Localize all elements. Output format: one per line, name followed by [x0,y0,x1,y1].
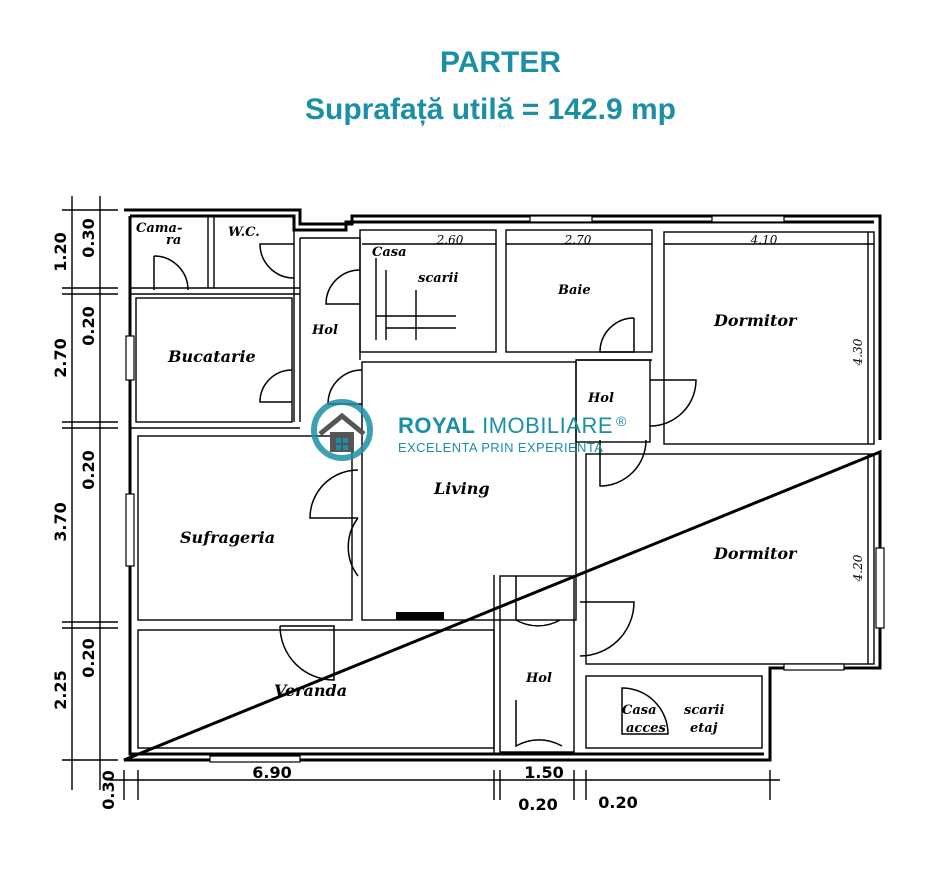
door-sufragerie [309,469,359,577]
dim-right-1: 4.30 [851,338,865,366]
room-sufragerie: Sufrageria [180,528,275,547]
door-bucatarie [259,369,293,403]
windows [125,215,885,763]
room-casa-acces-1: Casa [622,703,657,718]
house-logo-icon [311,399,373,461]
room-casa-scarii-2: scarii [418,271,458,286]
doors [153,243,697,748]
room-labels: Cama- ra W.C. Hol Casa scarii Baie Dormi… [136,221,798,736]
door-hol-left [325,269,361,305]
dim-left-4: 2.25 [51,670,70,709]
dim-bottom-small-1: 0.20 [518,795,557,814]
room-casa-acces-2: scarii [684,703,724,718]
room-casa-scarii: Casa [372,245,407,260]
dimension-lines [62,196,874,800]
dim-top-1: 2.60 [436,233,464,247]
door-baie [599,317,635,353]
room-veranda: Veranda [274,681,347,700]
interior-walls [130,216,875,754]
dim-inner-2: 0.20 [79,306,98,345]
door-hol-center [599,439,647,487]
room-living: Living [433,479,490,498]
dim-corner: 0.30 [99,770,118,809]
dim-bottom-1: 6.90 [252,763,291,782]
room-bucatarie: Bucatarie [167,347,256,366]
door-dormitor-top [649,379,697,427]
door-hol-bottom-top [515,576,561,627]
door-hol-bottom [515,700,563,748]
room-casa-acces-3: acces [626,721,667,736]
room-wc: W.C. [228,225,260,240]
door-veranda [279,625,335,681]
watermark-brand: ROYAL IMOBILIARE® [398,413,627,439]
outer-walls [123,208,882,762]
room-hol-bottom: Hol [525,671,552,686]
room-camara: Cama- [136,221,182,236]
room-hol-left: Hol [311,323,338,338]
watermark-tagline: EXCELENTA PRIN EXPERIENTA [398,440,604,455]
room-camara-2: ra [166,233,181,248]
registered-mark: ® [616,413,627,429]
door-wc [259,243,295,279]
dim-left-2: 2.70 [51,338,70,377]
dimension-texts: 1.20 2.70 3.70 2.25 0.30 0.20 0.20 0.20 … [51,218,865,814]
room-hol-center: Hol [587,391,614,406]
dim-bottom-2: 1.50 [524,763,563,782]
dim-inner-3: 0.20 [79,450,98,489]
plan-title: PARTER [439,46,562,79]
dim-inner-4: 0.20 [79,638,98,677]
room-dormitor-top: Dormitor [713,311,798,330]
watermark: ROYAL IMOBILIARE® EXCELENTA PRIN EXPERIE… [300,398,650,462]
dim-bottom-small-2: 0.20 [598,793,637,812]
dim-top-3: 4.10 [750,233,778,247]
room-dormitor-bottom: Dormitor [713,544,798,563]
door-dormitor-bottom [579,601,635,657]
door-camara [153,255,189,291]
dim-inner-1: 0.30 [79,218,98,257]
dim-left-3: 3.70 [51,502,70,541]
room-baie: Baie [557,283,591,298]
dim-top-2: 2.70 [564,233,592,247]
watermark-brand-strong: ROYAL [398,413,476,438]
watermark-brand-rest: IMOBILIARE [475,413,614,438]
door-casa-acces [621,687,669,735]
plan-subtitle: Suprafață utilă = 142.9 mp [305,93,676,126]
dim-left-1: 1.20 [51,232,70,271]
room-casa-acces-4: etaj [690,721,718,736]
dim-right-2: 4.20 [851,554,865,582]
